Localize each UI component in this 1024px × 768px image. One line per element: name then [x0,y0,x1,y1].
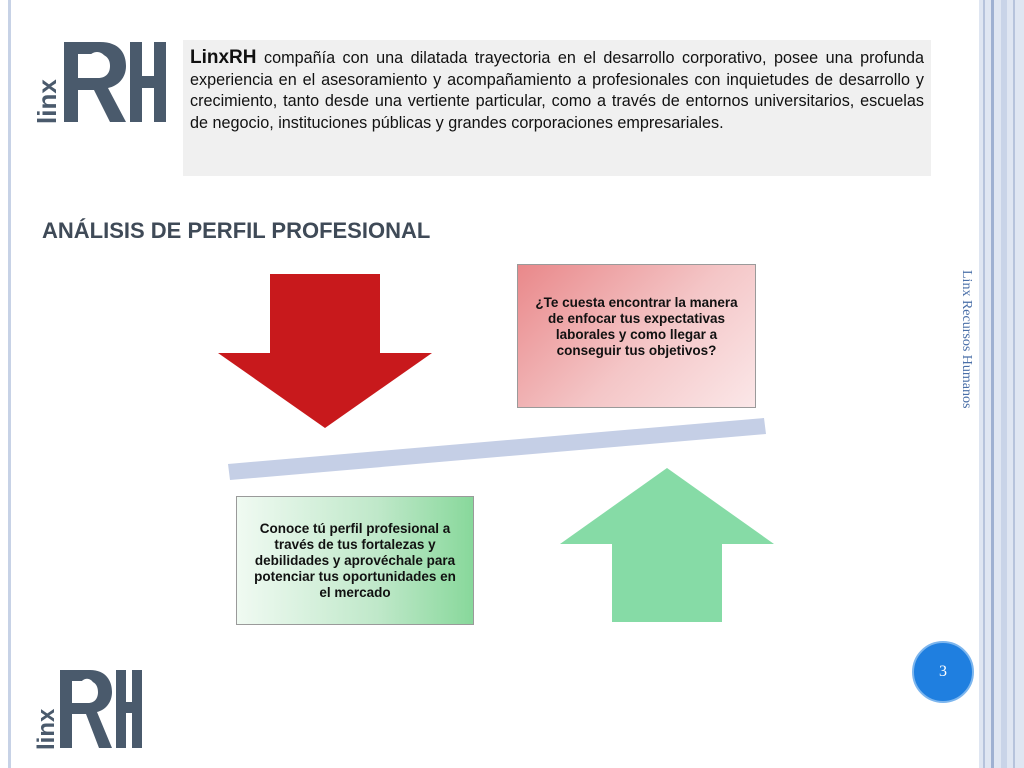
linxrh-logo-bottom: linx [33,670,142,750]
intro-text: compañía con una dilatada trayectoria en… [190,49,925,132]
page-number-badge: 3 [912,641,974,703]
balance-bar [228,418,766,480]
question-box: ¿Te cuesta encontrar la manera de enfoca… [517,264,756,408]
logo-linx-text: linx [32,79,62,124]
intro-paragraph: LinxRH compañía con una dilatada trayect… [183,40,931,176]
right-decorative-band [979,0,1024,768]
logo-rh-mark [64,42,166,122]
intro-brand: LinxRH [190,47,257,68]
logo-rh-mark-bottom [60,670,142,748]
left-border-rule [8,0,11,768]
page-number: 3 [939,663,947,680]
answer-box: Conoce tú perfil profesional a través de… [236,496,474,625]
side-label: Linx Recursos Humanos [959,270,974,409]
section-title: ANÁLISIS DE PERFIL PROFESIONAL [42,218,431,243]
up-arrow-shape [560,468,774,622]
down-arrow-shape [218,274,432,428]
linxrh-logo-top: linx [32,42,166,124]
logo-linx-text-bottom: linx [33,708,60,750]
